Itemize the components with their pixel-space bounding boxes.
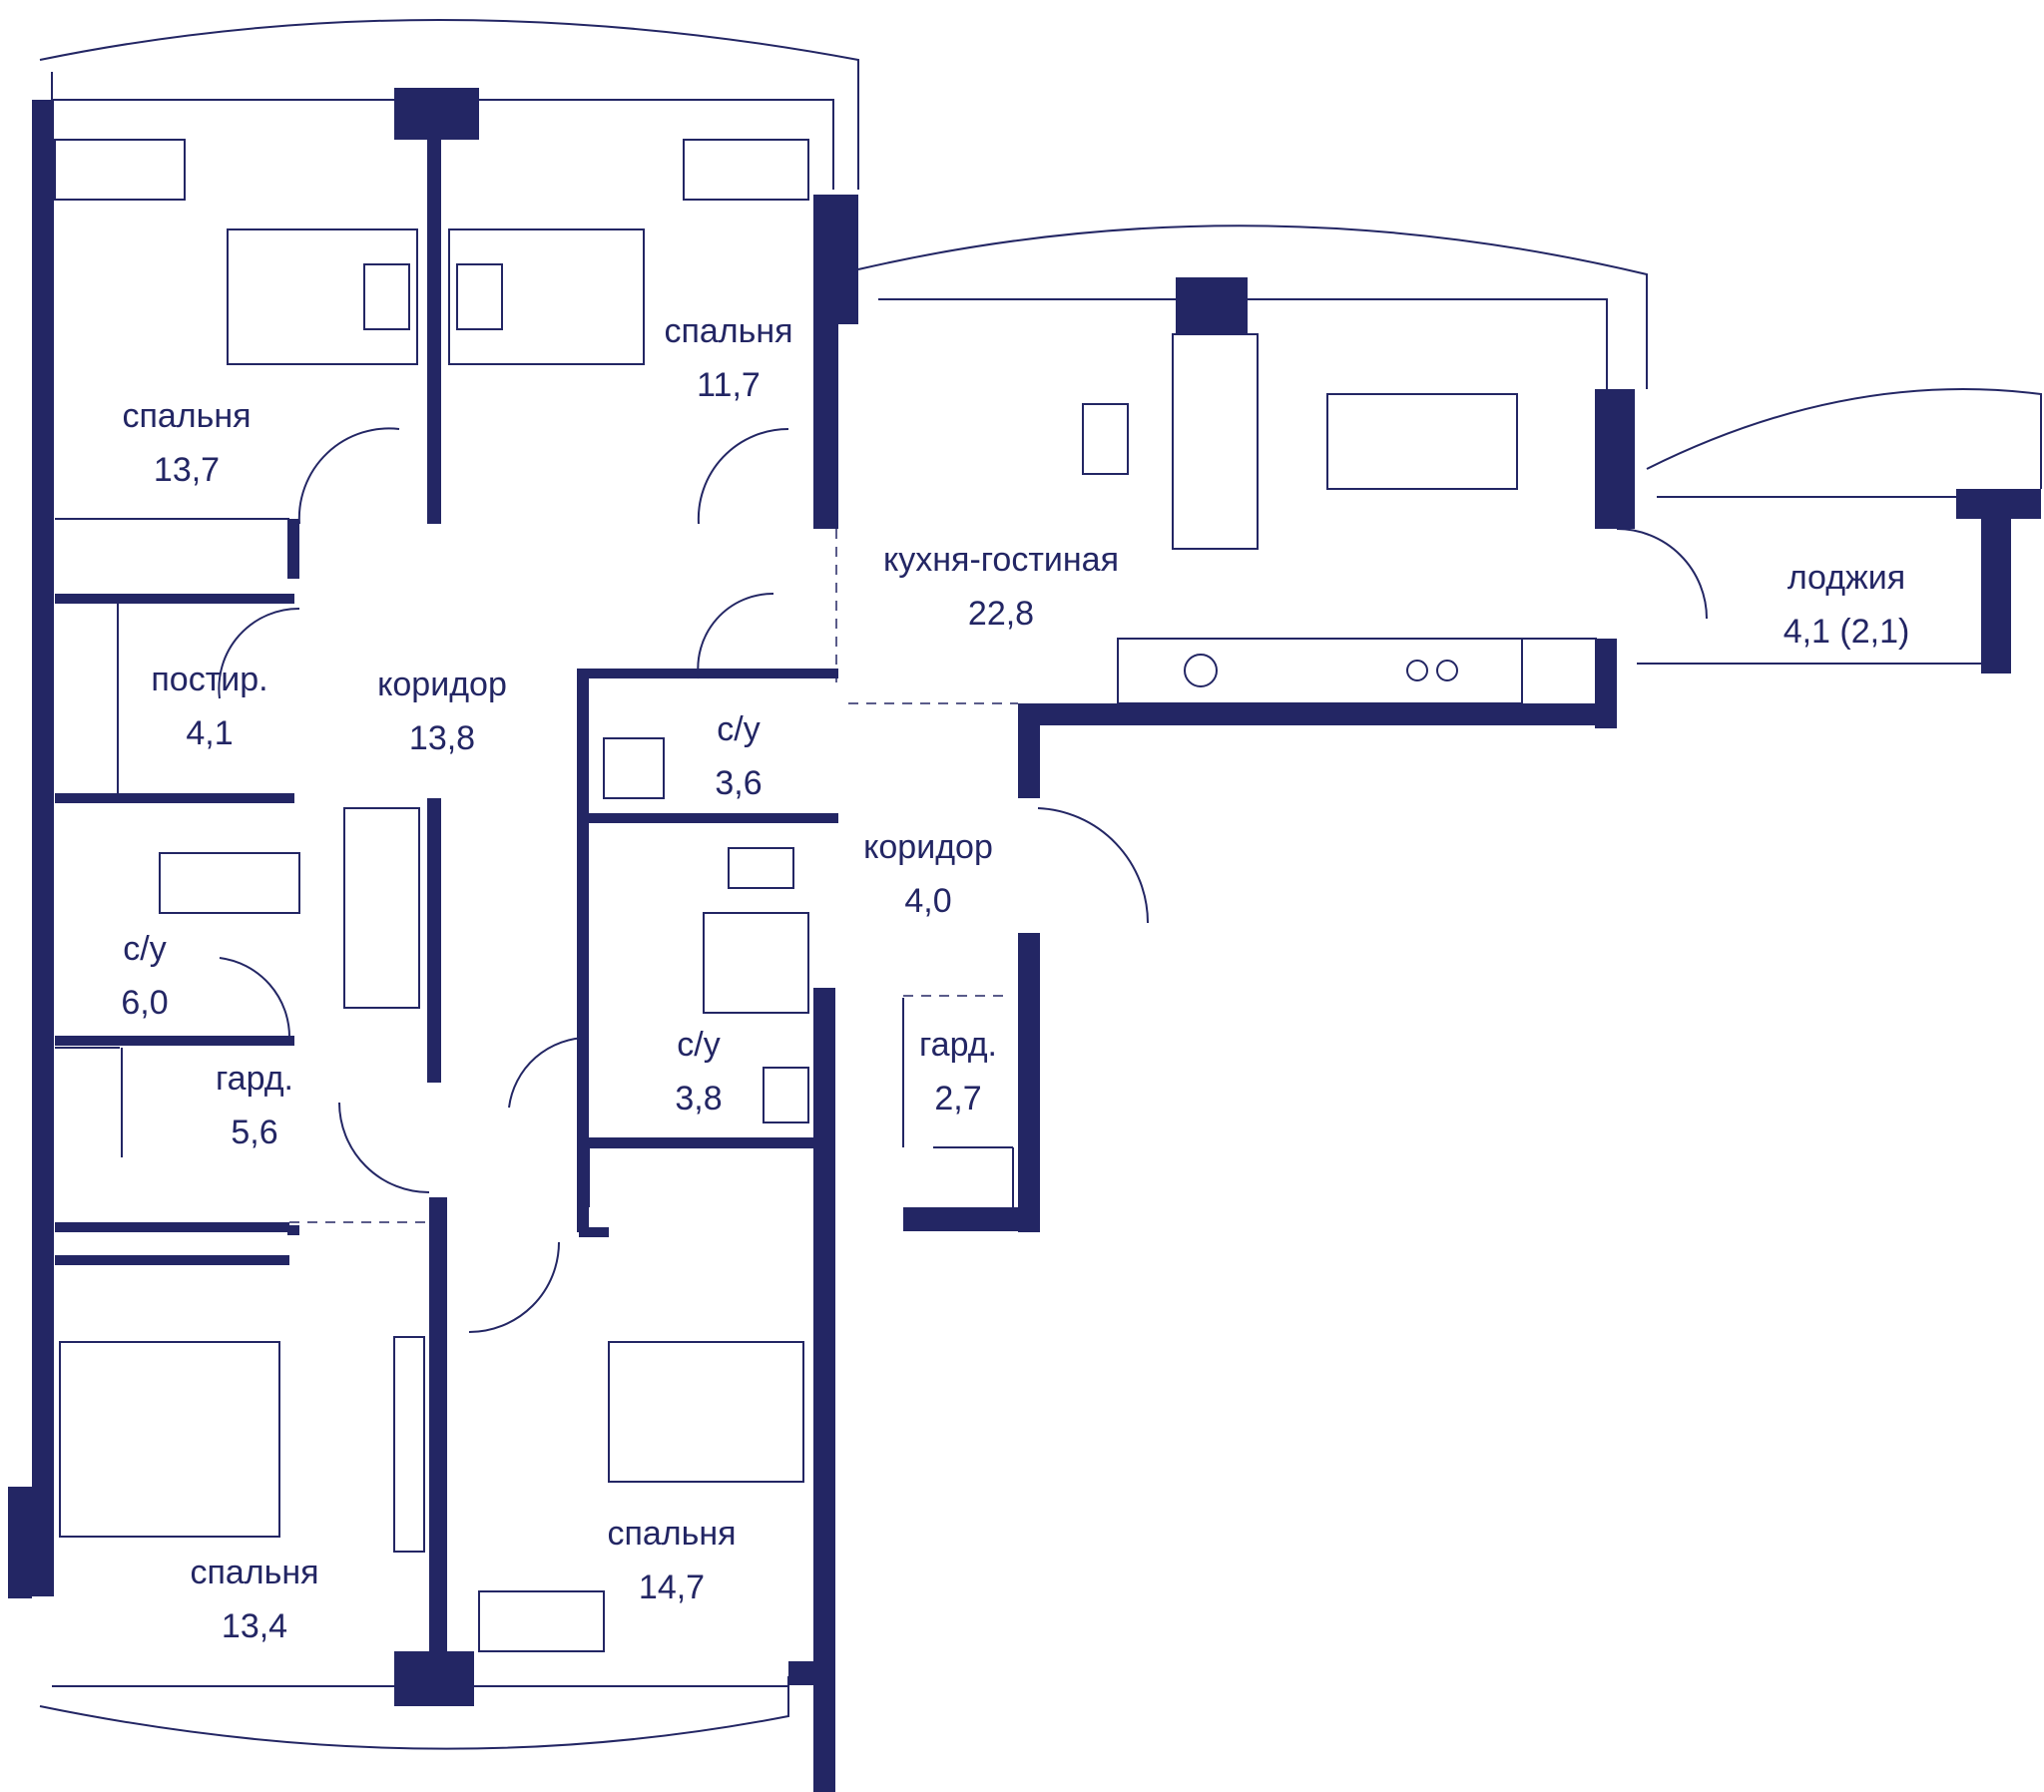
bedroom-2-name: спальня: [664, 312, 792, 350]
corridor-1-name: коридор: [377, 666, 507, 703]
wardrobe-2-name: гард.: [919, 1026, 997, 1064]
laundry-name: постир.: [151, 661, 267, 698]
wardrobe-2-area: 2,7: [934, 1080, 981, 1118]
corridor-2-name: коридор: [863, 828, 993, 866]
loggia-area: 4,1 (2,1): [1784, 613, 1910, 651]
corridor-1-area: 13,8: [409, 719, 475, 757]
zone-separators: [289, 529, 1018, 1223]
wardrobe-1-name: гард.: [216, 1060, 293, 1098]
bedroom-3-area: 13,4: [222, 1607, 287, 1645]
walls: [8, 88, 2041, 1792]
kitchen-living-name: кухня-гостиная: [883, 541, 1119, 579]
room-labels: спальня 13,7 спальня 11,7 кухня-гостиная…: [121, 312, 1909, 1645]
bedroom-2-area: 11,7: [697, 366, 761, 404]
furniture: [54, 139, 1523, 1652]
bathroom-3-name: с/у: [677, 1026, 720, 1064]
bathroom-2-area: 6,0: [121, 984, 168, 1022]
bathroom-1-area: 3,6: [715, 764, 762, 802]
bedroom-1-area: 13,7: [154, 451, 220, 489]
doors: [218, 427, 1708, 1333]
bedroom-1-name: спальня: [122, 397, 251, 435]
wardrobe-1-area: 5,6: [231, 1114, 277, 1151]
loggia-name: лоджия: [1788, 559, 1905, 597]
laundry-area: 4,1: [186, 714, 233, 752]
corridor-2-area: 4,0: [904, 882, 951, 920]
bathroom-1-name: с/у: [717, 710, 760, 748]
kitchen-living-area: 22,8: [968, 595, 1034, 633]
bedroom-4-name: спальня: [607, 1515, 736, 1553]
bedroom-3-name: спальня: [190, 1554, 318, 1591]
bedroom-4-area: 14,7: [639, 1568, 705, 1606]
bathroom-2-name: с/у: [123, 930, 166, 968]
bathroom-3-area: 3,8: [675, 1080, 722, 1118]
